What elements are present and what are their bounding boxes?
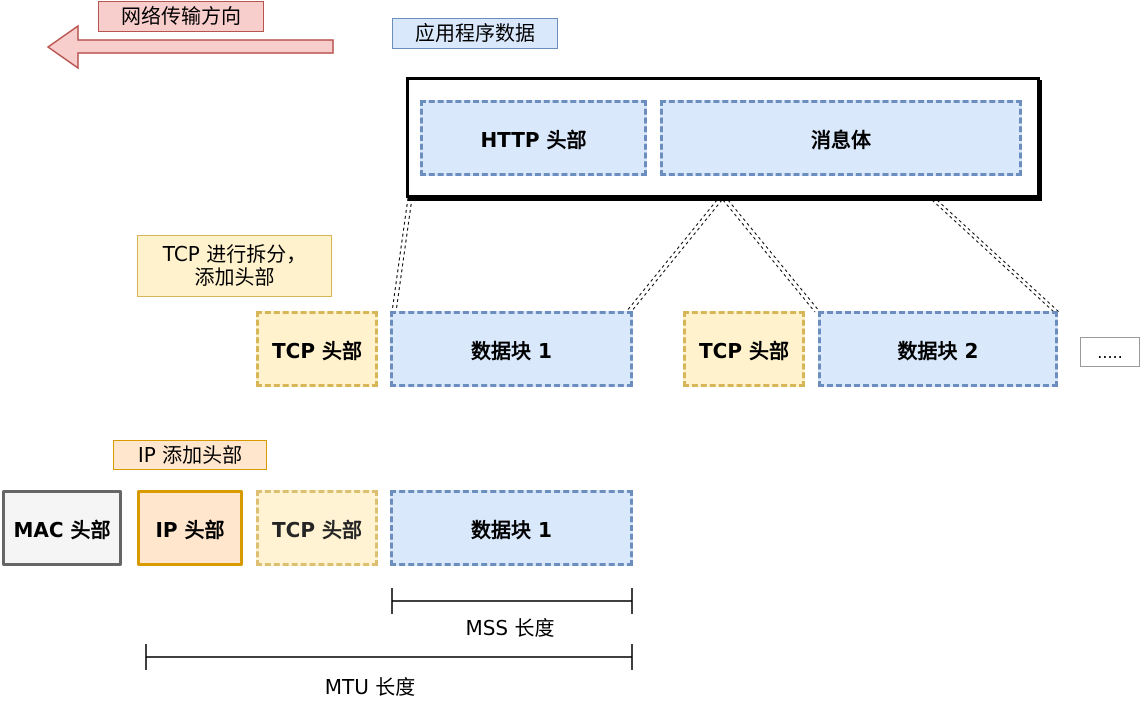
- mss-dimension-line: [391, 588, 633, 614]
- mac-header-box: MAC 头部: [2, 490, 122, 566]
- ip-header-box: IP 头部: [137, 490, 243, 566]
- app-data-label: 应用程序数据: [392, 18, 558, 49]
- tcp-split-label: TCP 进行拆分， 添加头部: [137, 235, 332, 297]
- data-block-2-box: 数据块 2: [818, 311, 1058, 387]
- direction-arrow: [46, 24, 334, 70]
- http-header-box: HTTP 头部: [420, 100, 647, 176]
- mtu-length-label: MTU 长度: [324, 674, 416, 699]
- message-body-box: 消息体: [660, 100, 1022, 176]
- direction-label: 网络传输方向: [98, 1, 264, 32]
- tcp-header-box-1: TCP 头部: [256, 311, 378, 387]
- mtu-dimension-line: [145, 644, 633, 670]
- tcp-split-label-line1: TCP 进行拆分，: [162, 242, 307, 266]
- mss-length-label: MSS 长度: [465, 615, 555, 640]
- ip-add-label: IP 添加头部: [113, 440, 267, 470]
- tcp-header-box-3: TCP 头部: [256, 490, 378, 566]
- tcp-split-label-line2: 添加头部: [194, 265, 275, 289]
- data-block-1-box: 数据块 1: [390, 311, 633, 387]
- ellipsis-box: .....: [1080, 337, 1140, 367]
- tcp-header-box-2: TCP 头部: [683, 311, 805, 387]
- split-connectors: [391, 197, 1060, 313]
- data-block-1-box-ip: 数据块 1: [390, 490, 633, 566]
